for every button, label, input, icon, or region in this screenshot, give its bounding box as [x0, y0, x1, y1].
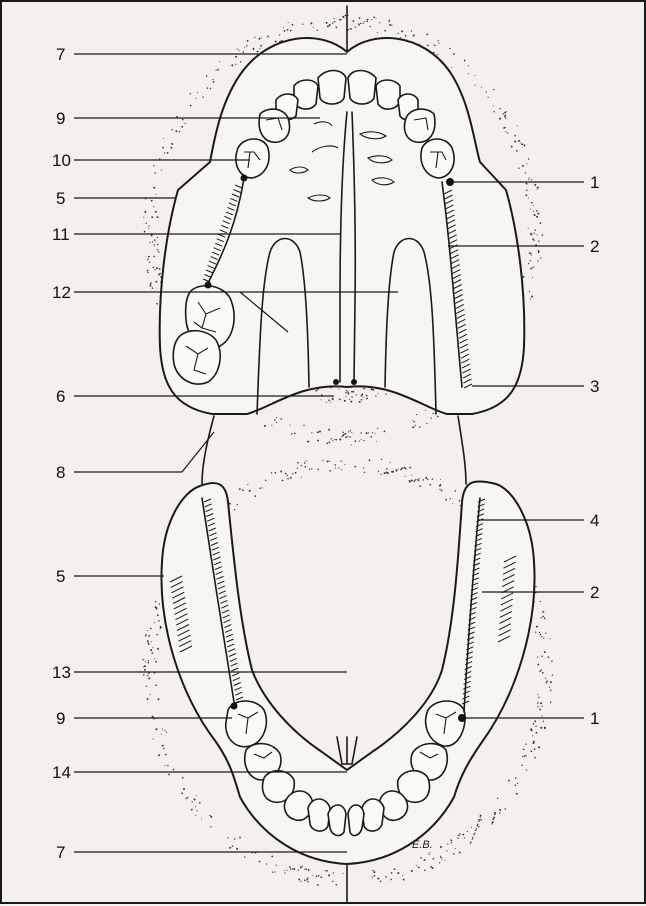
upper-tooth	[318, 71, 346, 105]
label-2-bottom: 2	[590, 583, 599, 602]
label-7-top: 7	[56, 45, 65, 64]
upper-tooth	[376, 80, 400, 109]
lower-tooth	[328, 805, 346, 835]
left-commissure	[202, 416, 214, 484]
label-10: 10	[52, 151, 71, 170]
lower-jaw	[161, 481, 534, 864]
lower-tooth	[362, 799, 384, 831]
label-4: 4	[590, 511, 599, 530]
upper-tooth	[259, 109, 289, 142]
label-2-top: 2	[590, 237, 599, 256]
lower-tooth	[348, 805, 364, 835]
label-8: 8	[56, 463, 65, 482]
label-5-top: 5	[56, 189, 65, 208]
upper-jaw	[160, 38, 525, 414]
upper-tooth	[404, 109, 434, 142]
lingual-frenulum	[337, 737, 357, 764]
label-7-bottom: 7	[56, 843, 65, 862]
upper-tooth	[348, 71, 376, 105]
label-9-bottom: 9	[56, 709, 65, 728]
lower-jaw-outline	[161, 481, 534, 864]
lower-tooth	[308, 799, 330, 831]
right-labels: 1 2 3 4 2 1	[590, 173, 599, 728]
label-9-top: 9	[56, 109, 65, 128]
label-3: 3	[590, 377, 599, 396]
label-11: 11	[52, 225, 70, 244]
upper-tooth	[236, 139, 269, 178]
label-6: 6	[56, 387, 65, 406]
left-labels: 7 9 10 5 11 12 6 8 5 13 9 14 7	[52, 45, 71, 862]
label-1-top: 1	[590, 173, 599, 192]
label-12: 12	[52, 283, 71, 302]
artist-signature: E.B.	[412, 839, 433, 851]
label-5-bottom: 5	[56, 567, 65, 586]
label-14: 14	[52, 763, 71, 782]
label-13: 13	[52, 663, 71, 682]
right-commissure	[458, 416, 466, 484]
label-1-bottom: 1	[590, 709, 599, 728]
